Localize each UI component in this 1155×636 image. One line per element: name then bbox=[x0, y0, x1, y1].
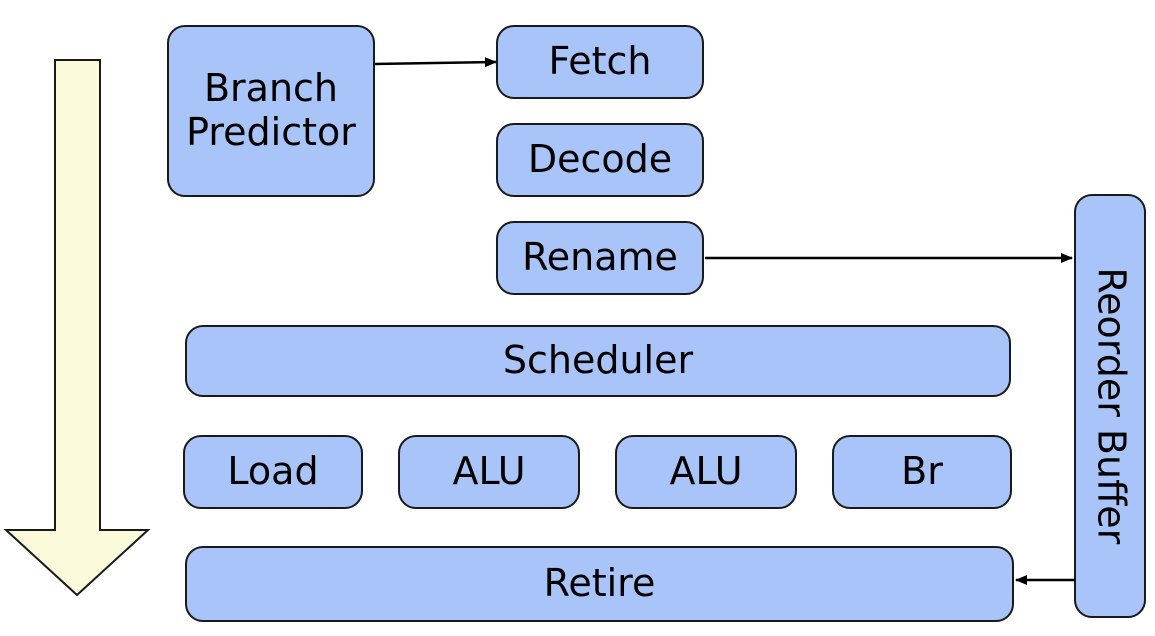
rename-label: Rename bbox=[522, 235, 678, 280]
reorder-buffer-label: Reorder Buffer bbox=[1088, 267, 1133, 545]
branch-predictor-to-fetch-arrow bbox=[374, 57, 497, 68]
retire-block: Retire bbox=[185, 546, 1014, 622]
reorder-buffer-block: Reorder Buffer bbox=[1074, 194, 1146, 618]
branch-unit-block: Br bbox=[832, 435, 1012, 509]
rename-block: Rename bbox=[496, 221, 704, 295]
decode-block: Decode bbox=[496, 123, 704, 197]
br-label: Br bbox=[901, 449, 943, 494]
branch-predictor-label-line2: Predictor bbox=[186, 110, 356, 154]
alu-label-2: ALU bbox=[669, 449, 743, 494]
load-label: Load bbox=[227, 449, 319, 494]
alu-unit-block-1: ALU bbox=[398, 435, 580, 509]
fetch-label: Fetch bbox=[548, 39, 652, 84]
alu-label-1: ALU bbox=[452, 449, 526, 494]
branch-predictor-label-line1: Branch bbox=[203, 66, 339, 111]
branch-predictor-block: Branch Predictor bbox=[167, 25, 375, 197]
fetch-block: Fetch bbox=[496, 25, 704, 99]
retire-label: Retire bbox=[543, 561, 656, 606]
scheduler-label: Scheduler bbox=[502, 338, 694, 383]
load-unit-block: Load bbox=[183, 435, 363, 509]
alu-unit-block-2: ALU bbox=[615, 435, 797, 509]
scheduler-block: Scheduler bbox=[185, 325, 1011, 397]
down-arrow-icon bbox=[3, 59, 151, 597]
decode-label: Decode bbox=[527, 137, 673, 182]
